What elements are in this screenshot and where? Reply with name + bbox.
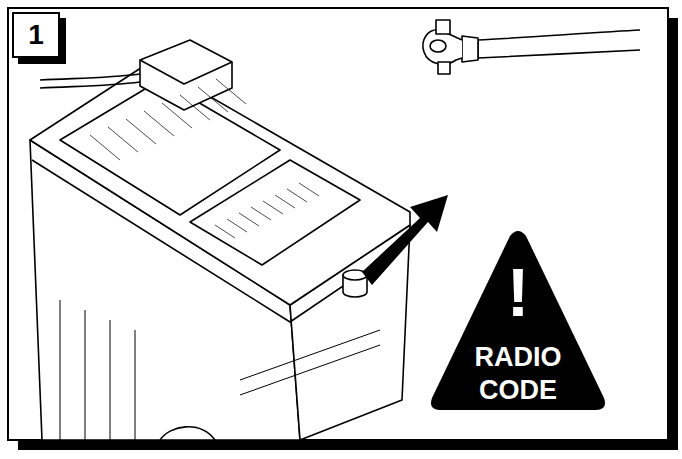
- step-number: 1: [14, 21, 58, 49]
- hatch-stroke: [144, 111, 174, 136]
- hatch-stroke: [287, 189, 307, 202]
- hatch-stroke: [198, 87, 228, 112]
- battery-ribs: [60, 300, 380, 440]
- clamp-hole: [430, 40, 446, 52]
- hand: [160, 427, 215, 440]
- exclamation-mark: !: [488, 258, 548, 326]
- label-hatching: [90, 79, 319, 238]
- hatch-stroke: [227, 219, 247, 232]
- clamp-nut: [438, 62, 450, 74]
- hatch-stroke: [108, 127, 138, 152]
- cable: [478, 30, 640, 58]
- step-number-box: 1: [12, 12, 60, 58]
- hatch-stroke: [275, 195, 295, 208]
- clamp-bolt: [436, 20, 450, 34]
- battery-top: [30, 62, 410, 305]
- frame: [8, 8, 668, 440]
- hatch-stroke: [239, 213, 259, 226]
- battery: [30, 40, 410, 440]
- warning-triangle: ! RADIO CODE: [428, 230, 608, 412]
- wire: [40, 82, 140, 88]
- hatch-stroke: [263, 201, 283, 214]
- hatch-stroke: [299, 183, 319, 196]
- cable-ferrule: [462, 36, 478, 62]
- clamp-ring: [423, 30, 462, 64]
- wire: [40, 74, 140, 80]
- warning-text: RADIO CODE: [459, 341, 577, 406]
- hatch-stroke: [215, 225, 235, 238]
- hatch-stroke: [126, 119, 156, 144]
- cable-terminal: [423, 20, 640, 74]
- removal-arrow: [362, 195, 448, 285]
- triangle-fill: [431, 231, 605, 410]
- hatch-stroke: [216, 79, 246, 104]
- hatch-stroke: [251, 207, 271, 220]
- hatch-stroke: [162, 103, 192, 128]
- hatch-stroke: [90, 135, 120, 160]
- hatch-stroke: [180, 95, 210, 120]
- clamp-housing: [140, 40, 232, 110]
- label-panel: [190, 160, 360, 265]
